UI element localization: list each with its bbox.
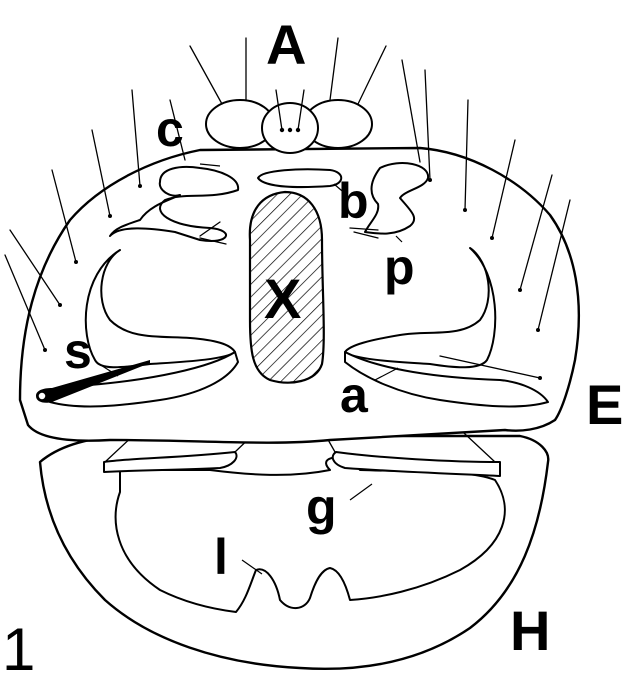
label-s: s xyxy=(64,323,92,379)
label-l: l xyxy=(214,529,228,585)
label-a: a xyxy=(340,367,369,423)
label-E: E xyxy=(586,373,623,436)
label-c: c xyxy=(156,101,184,157)
label-p: p xyxy=(384,239,415,295)
label-b: b xyxy=(338,173,369,229)
label-g: g xyxy=(306,479,337,535)
figure-number: 1 xyxy=(2,616,35,676)
structure-b xyxy=(258,169,341,187)
label-A: A xyxy=(266,13,306,76)
label-H: H xyxy=(510,599,550,662)
lower-segment xyxy=(40,420,548,669)
label-x: X xyxy=(264,267,301,330)
